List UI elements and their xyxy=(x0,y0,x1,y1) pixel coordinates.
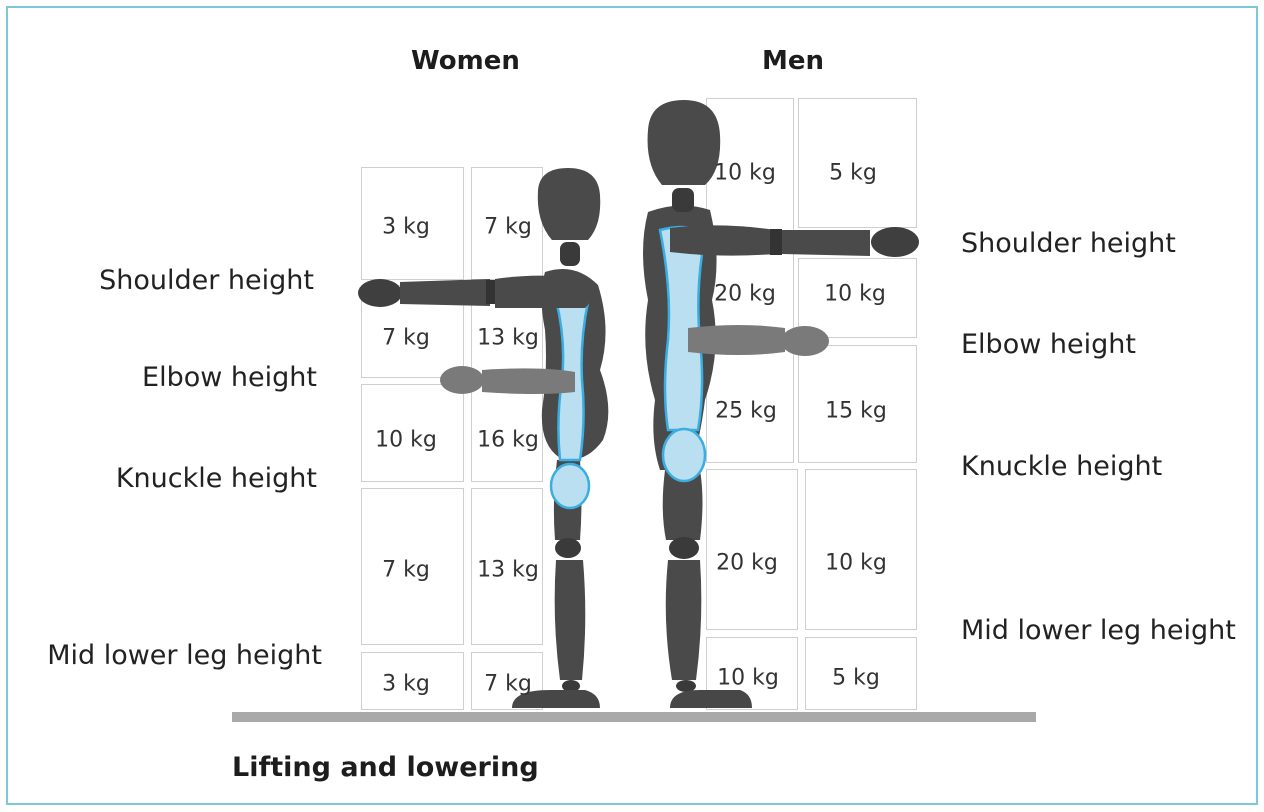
men-zone-1-inner-weight: 10 kg xyxy=(714,161,776,186)
women-zone-1-outer-weight: 3 kg xyxy=(382,215,430,240)
men-zone-3-inner-weight: 25 kg xyxy=(715,399,777,424)
men-zone-5-outer-weight: 5 kg xyxy=(832,666,880,691)
men-zone-2-outer-weight: 10 kg xyxy=(824,282,886,307)
men-zone-3-outer-weight: 15 kg xyxy=(825,399,887,424)
men-zone-5-inner-weight: 10 kg xyxy=(717,666,779,691)
right-label-knuckle-height: Knuckle height xyxy=(961,451,1162,482)
caption-title: Lifting and lowering xyxy=(232,752,539,783)
right-label-mid-lower-leg-height: Mid lower leg height xyxy=(961,615,1236,646)
women-zone-3-inner-weight: 16 kg xyxy=(477,428,539,453)
women-zone-3-outer-weight: 10 kg xyxy=(375,428,437,453)
women-zone-5-inner-weight: 7 kg xyxy=(484,672,532,697)
women-zone-4-inner-weight: 13 kg xyxy=(477,558,539,583)
left-label-elbow-height: Elbow height xyxy=(142,362,317,393)
right-label-elbow-height: Elbow height xyxy=(961,329,1136,360)
women-zone-2-outer-weight: 7 kg xyxy=(382,326,430,351)
women-zone-1-inner-weight: 7 kg xyxy=(484,215,532,240)
women-zone-5-outer-weight: 3 kg xyxy=(382,672,430,697)
right-label-shoulder-height: Shoulder height xyxy=(961,228,1176,259)
left-label-mid-lower-leg-height: Mid lower leg height xyxy=(47,640,322,671)
men-zone-1-outer-weight: 5 kg xyxy=(829,161,877,186)
men-zone-4-outer-weight: 10 kg xyxy=(825,551,887,576)
left-label-knuckle-height: Knuckle height xyxy=(116,463,317,494)
women-zone-4-outer-weight: 7 kg xyxy=(382,558,430,583)
left-label-shoulder-height: Shoulder height xyxy=(99,265,314,296)
men-zone-2-inner-weight: 20 kg xyxy=(714,282,776,307)
women-zone-2-inner-weight: 13 kg xyxy=(477,326,539,351)
men-zone-4-inner-weight: 20 kg xyxy=(716,551,778,576)
